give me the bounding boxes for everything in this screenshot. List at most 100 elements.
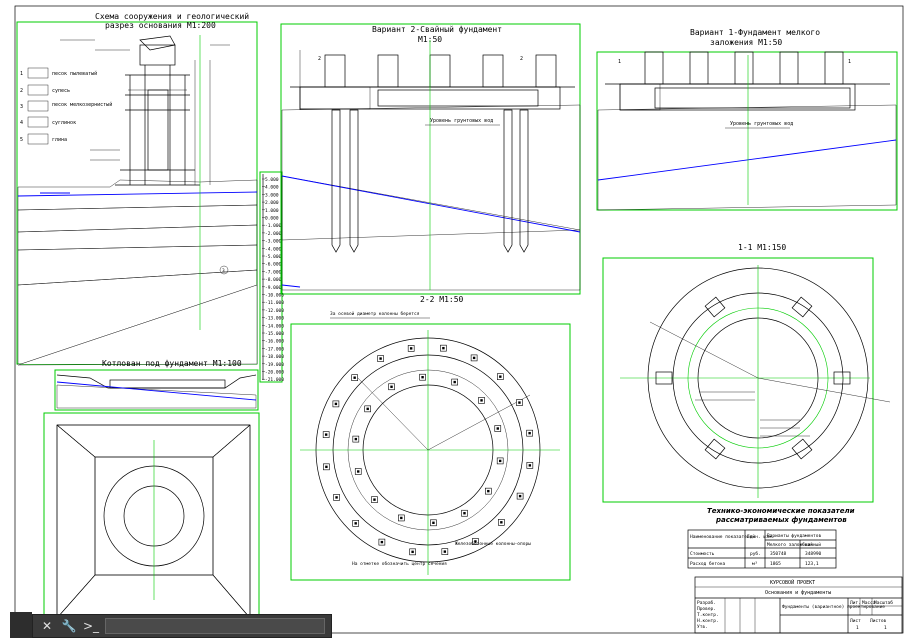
- section11-frame: [602, 257, 874, 503]
- soil-section: 3: [17, 35, 258, 366]
- section22-title: 2-2 М1:50: [420, 295, 464, 304]
- econ-cell: 1865: [770, 561, 781, 567]
- scale-label: 2.000: [265, 200, 279, 206]
- scale-label: -18.000: [265, 354, 284, 360]
- section-mark: 1: [618, 59, 621, 65]
- pile-core: [474, 540, 477, 543]
- stamp-sheets-number: 1: [884, 625, 887, 631]
- pile-core: [518, 494, 522, 498]
- pile-core: [421, 376, 424, 379]
- scale-label: -7.000: [265, 269, 282, 275]
- scale-label: -21.000: [265, 377, 284, 383]
- wrench-icon[interactable]: 🔧: [61, 619, 77, 633]
- section22-note: За осевой диаметр колонны берется: [330, 310, 420, 317]
- variant1-frame: [596, 51, 898, 211]
- column-note: Железобетонные колонны-опоры: [455, 540, 531, 547]
- command-input[interactable]: [105, 618, 325, 634]
- section-mark: 1: [848, 59, 851, 65]
- scale-label: -3.000: [265, 239, 282, 245]
- viewer-side-handle[interactable]: [10, 612, 32, 638]
- legend-swatch-fine-sand: [27, 100, 49, 112]
- econ-table: Технико-экономические показатели рассмат…: [687, 507, 855, 569]
- scale-label: -17.000: [265, 346, 284, 352]
- stamp-sheets-label: Листов: [870, 618, 887, 624]
- pile-core: [498, 459, 502, 463]
- close-icon[interactable]: ✕: [41, 619, 53, 633]
- variant1-panel: Вариант 1-Фундамент мелкого заложения М1…: [596, 28, 898, 211]
- scale-label: 1.000: [265, 208, 279, 214]
- section-mark: 2: [520, 56, 523, 62]
- scale-label: -6.000: [265, 262, 282, 268]
- econ-header: Един. изм.: [747, 534, 774, 540]
- pile-core: [353, 376, 356, 379]
- pit-title: Котлован под фундамент М1:100: [102, 359, 242, 368]
- econ-cell: 348990: [805, 551, 822, 557]
- section22-frame: [290, 323, 571, 581]
- scale-label: -15.000: [265, 331, 284, 337]
- pile-core: [411, 550, 414, 554]
- sheet-title: Фундаменты (вариантное) проектирование: [782, 604, 885, 610]
- gwl-label: Уровень грунтовых вод: [430, 118, 493, 124]
- pile-core: [354, 522, 357, 525]
- stamp-col: Масштаб: [874, 599, 893, 606]
- variant1-title-2: заложения М1:50: [710, 38, 782, 47]
- pile-core: [442, 346, 445, 350]
- scale-label: 5.000: [265, 177, 279, 183]
- legend-swatch-clay: [27, 133, 49, 145]
- econ-cell: 350748: [770, 551, 787, 557]
- econ-subheader: Свайный: [802, 542, 821, 548]
- soil-legend: 1 песок пылеватый 2 супесь 3 песок мелко…: [20, 67, 112, 145]
- econ-cell: руб.: [750, 550, 761, 557]
- pile-core: [334, 402, 338, 406]
- stamp-row: Н.контр.: [697, 618, 719, 624]
- variant2-title: Вариант 2-Свайный фундамент: [372, 25, 502, 34]
- pile-core: [335, 496, 338, 499]
- section-22-panel: 2-2 М1:50 За осевой диаметр колонны бере…: [290, 295, 571, 581]
- column-blocks: [655, 296, 851, 460]
- stamp-row: Провер.: [697, 606, 716, 612]
- scale-label: 4.000: [265, 185, 279, 191]
- geology-panel: Схема сооружения и геологический разрез …: [16, 12, 284, 383]
- geology-title-2: разрез основания М1:200: [105, 21, 216, 30]
- legend-id: 3: [20, 104, 23, 110]
- scale-label: -20.000: [265, 370, 284, 376]
- geology-title: Схема сооружения и геологический: [95, 12, 249, 21]
- legend-label: песок пылеватый: [52, 71, 97, 77]
- scale-label: -1.000: [265, 223, 282, 229]
- scale-label: -2.000: [265, 231, 282, 237]
- scale-label: -10.000: [265, 293, 284, 299]
- legend-label: песок мелкозернистый: [52, 102, 112, 108]
- pit-section-panel: Котлован под фундамент М1:100: [54, 359, 259, 411]
- pile-core: [463, 512, 466, 515]
- pile-core: [390, 385, 393, 388]
- legend-swatch-sandy-loam: [27, 84, 49, 96]
- scale-label: -16.000: [265, 339, 284, 345]
- pile-core: [325, 465, 328, 469]
- command-prompt-icon[interactable]: >_: [83, 619, 100, 633]
- tower-structure: [60, 35, 230, 186]
- legend-swatch-sand-silty: [27, 67, 49, 79]
- scale-label: -9.000: [265, 285, 282, 291]
- econ-cell: 123,1: [805, 561, 819, 567]
- pile-core: [432, 521, 435, 524]
- econ-cell: Расход бетона: [690, 560, 726, 567]
- stamp-col: Масса: [862, 600, 876, 606]
- title-block: КУРСОВОЙ ПРОЕКТ Основания и фундаменты Ф…: [694, 576, 903, 634]
- pile-core: [518, 401, 521, 404]
- pile-core: [354, 437, 358, 441]
- sheet-border: [14, 5, 904, 634]
- legend-id: 2: [20, 88, 23, 94]
- section-11-panel: 1-1 М1:150: [602, 243, 891, 503]
- pile-core: [528, 431, 531, 435]
- pile-core: [379, 357, 382, 360]
- gwl-label-right: Уровень грунтовых вод: [730, 121, 793, 127]
- legend-swatch-loam: [27, 116, 49, 128]
- econ-cell: Стоимость: [690, 551, 715, 557]
- scale-label: -19.000: [265, 362, 284, 368]
- variant2-panel: Вариант 2-Свайный фундамент М1:50 2 2 У: [280, 23, 581, 295]
- legend-id: 1: [20, 71, 23, 77]
- pile-core: [373, 498, 376, 501]
- stamp-row: Утв.: [697, 624, 708, 630]
- econ-title-2: рассматриваемых фундаментов: [715, 516, 847, 524]
